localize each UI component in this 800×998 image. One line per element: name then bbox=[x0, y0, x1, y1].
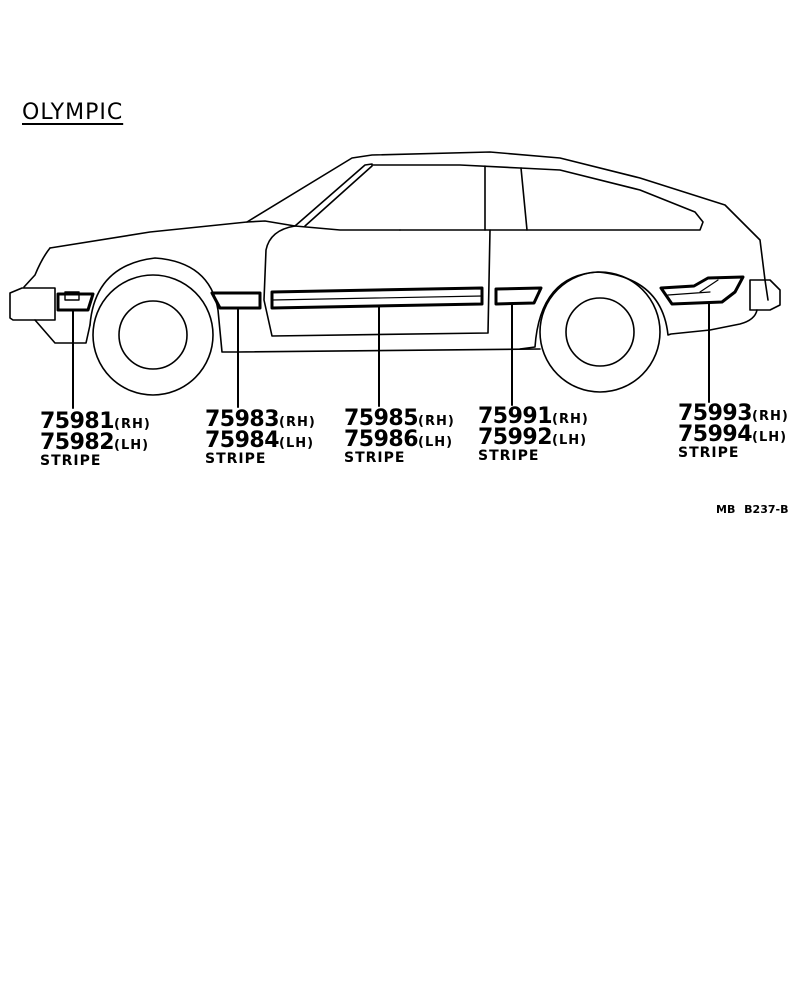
part-number-rh: 75991 bbox=[478, 404, 553, 429]
beltline bbox=[371, 164, 704, 231]
side-rh: (RH) bbox=[114, 417, 151, 432]
front-bumper bbox=[9, 287, 56, 321]
rear-wheel-hub bbox=[565, 297, 635, 367]
side-rh: (RH) bbox=[279, 415, 316, 430]
part-number-rh: 75993 bbox=[678, 401, 753, 426]
part-number-rh: 75981 bbox=[40, 409, 115, 434]
rear-wheel-arch bbox=[519, 271, 758, 350]
side-lh: (LH) bbox=[418, 435, 454, 450]
stripe-75981 bbox=[56, 292, 95, 312]
part-number-lh: 75984 bbox=[205, 428, 280, 453]
part-description: STRIPE bbox=[40, 453, 102, 469]
side-lh: (LH) bbox=[552, 433, 588, 448]
callout-75991: 75991(RH) 75992(LH) STRIPE bbox=[478, 404, 589, 464]
side-rh: (RH) bbox=[752, 409, 789, 424]
stripe-75993 bbox=[659, 275, 745, 306]
stripe-75991 bbox=[494, 286, 543, 306]
b-pillar bbox=[484, 165, 528, 231]
part-number-lh: 75982 bbox=[40, 430, 115, 455]
part-description: STRIPE bbox=[678, 445, 740, 461]
door-outline bbox=[263, 225, 491, 337]
side-lh: (LH) bbox=[752, 430, 788, 445]
part-number-lh: 75994 bbox=[678, 422, 753, 447]
front-wheel-hub bbox=[118, 300, 188, 370]
part-description: STRIPE bbox=[478, 448, 540, 464]
callout-75993: 75993(RH) 75994(LH) STRIPE bbox=[678, 401, 789, 461]
callout-75983: 75983(RH) 75984(LH) STRIPE bbox=[205, 407, 316, 467]
front-wheel-arch bbox=[89, 257, 239, 353]
stripe-75983 bbox=[210, 291, 262, 310]
rear-bumper bbox=[749, 279, 781, 311]
side-rh: (RH) bbox=[418, 414, 455, 429]
hood-line bbox=[49, 220, 401, 249]
front-fascia bbox=[23, 247, 51, 288]
stripe-75981-marker bbox=[64, 291, 80, 301]
callout-75981: 75981(RH) 75982(LH) STRIPE bbox=[40, 409, 151, 469]
front-tire bbox=[92, 274, 214, 396]
rear-tire bbox=[539, 271, 661, 393]
callout-75985: 75985(RH) 75986(LH) STRIPE bbox=[344, 406, 455, 466]
part-number-rh: 75985 bbox=[344, 406, 419, 431]
side-rh: (RH) bbox=[552, 412, 589, 427]
side-lh: (LH) bbox=[279, 436, 315, 451]
stripe-75985 bbox=[270, 286, 484, 310]
a-pillar bbox=[294, 163, 373, 227]
roof-line bbox=[246, 151, 769, 301]
part-number-lh: 75986 bbox=[344, 427, 419, 452]
part-number-rh: 75983 bbox=[205, 407, 280, 432]
part-description: STRIPE bbox=[344, 450, 406, 466]
part-description: STRIPE bbox=[205, 451, 267, 467]
front-lower bbox=[34, 319, 91, 344]
drawing-code: MB B237-B bbox=[716, 503, 789, 516]
side-lh: (LH) bbox=[114, 438, 150, 453]
rocker-line bbox=[237, 348, 541, 353]
diagram-title: OLYMPIC bbox=[22, 100, 124, 125]
part-number-lh: 75992 bbox=[478, 425, 553, 450]
